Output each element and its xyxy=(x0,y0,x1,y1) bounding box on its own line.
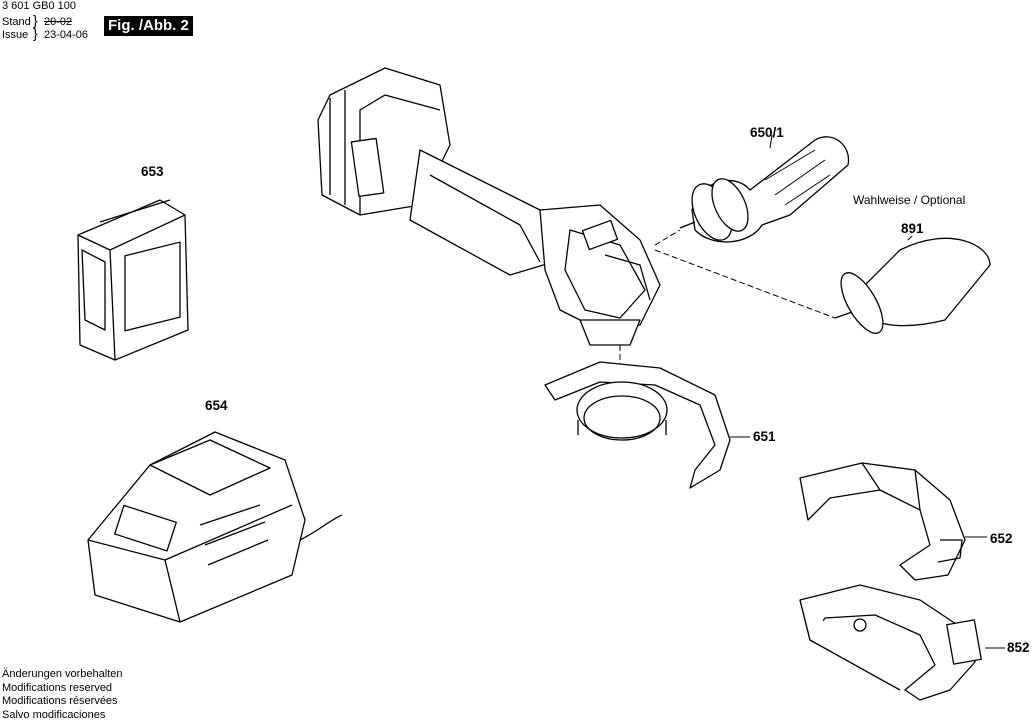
callout-652: 652 xyxy=(990,531,1013,546)
footer-line: Änderungen vorbehalten xyxy=(2,668,122,682)
cutting-guard-drawing xyxy=(800,463,965,580)
callout-852: 852 xyxy=(1007,640,1030,655)
leader-line-891 xyxy=(908,236,912,240)
angle-grinder-drawing xyxy=(318,68,660,345)
footer-line: Modifications reserved xyxy=(2,682,122,696)
optional-handle-drawing xyxy=(833,238,990,339)
battery-pack-drawing xyxy=(78,200,188,360)
callout-651: 651 xyxy=(753,429,776,444)
footer-line: Modifications réservées xyxy=(2,695,122,709)
footer-notice: Änderungen vorbehalten Modifications res… xyxy=(2,668,122,722)
dust-extraction-guard-drawing xyxy=(800,585,981,700)
callout-653: 653 xyxy=(141,164,164,179)
callout-654: 654 xyxy=(205,398,228,413)
callout-650-1: 650/1 xyxy=(750,125,784,140)
optional-note: Wahlweise / Optional xyxy=(853,193,965,207)
charger-drawing xyxy=(88,432,342,622)
wheel-guard-drawing xyxy=(545,362,730,488)
callout-891: 891 xyxy=(901,221,924,236)
side-handle-drawing xyxy=(680,137,849,247)
